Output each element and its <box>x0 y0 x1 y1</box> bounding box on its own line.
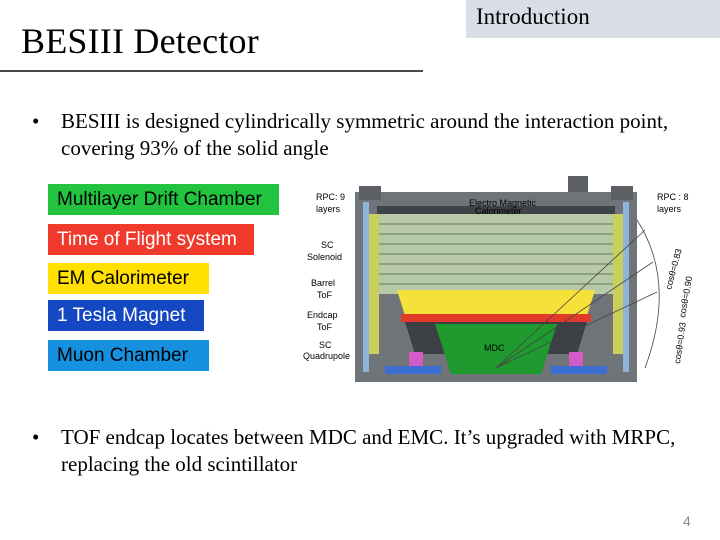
label-angle-090: cosθ=0.90 <box>677 275 694 318</box>
quadrupole-left <box>385 366 441 374</box>
detector-drawing: RPC: 9 layers RPC : 8 layers Electro Mag… <box>303 176 694 382</box>
legend-item-muon: Muon Chamber <box>48 340 209 371</box>
bullet-marker: • <box>32 109 40 133</box>
label-barrel-tof: ToF <box>317 290 333 300</box>
label-solenoid: Solenoid <box>307 252 342 262</box>
bullet-marker: • <box>32 425 40 449</box>
tof-barrel <box>401 314 591 322</box>
section-tag: Introduction <box>466 0 720 38</box>
label-rpc9-layers: layers <box>316 204 341 214</box>
slide-title: BESIII Detector <box>21 21 259 61</box>
label-emc-a: Electro Magnetic <box>469 198 537 208</box>
label-quadrupole: Quadrupole <box>303 351 350 361</box>
label-emc-b: Calorimeter <box>475 206 522 216</box>
legend-item-mdc: Multilayer Drift Chamber <box>48 184 279 215</box>
label-endcap-tof: ToF <box>317 322 333 332</box>
label-rpc8: RPC : 8 <box>657 192 689 202</box>
legend-item-magnet: 1 Tesla Magnet <box>48 300 204 331</box>
label-angle-093: cosθ=0.93 <box>672 321 688 364</box>
bullet-text: BESIII is designed cylindrically symmetr… <box>61 109 669 160</box>
label-endcap: Endcap <box>307 310 338 320</box>
label-mdc: MDC <box>484 343 505 353</box>
mdc-chamber <box>435 324 557 374</box>
bullet-item: • TOF endcap locates between MDC and EMC… <box>32 424 712 484</box>
label-quad-sc: SC <box>319 340 332 350</box>
muon-layer-right <box>623 202 629 372</box>
label-sc: SC <box>321 240 334 250</box>
label-angle-083: cosθ=0.83 <box>663 248 683 291</box>
page-number: 4 <box>683 513 691 529</box>
bullet-item: • BESIII is designed cylindrically symme… <box>32 108 712 168</box>
muon-layer-left <box>363 202 369 372</box>
quadrupole-right <box>551 366 607 374</box>
bullet-text: TOF endcap locates between MDC and EMC. … <box>61 425 676 476</box>
title-underline <box>0 70 423 72</box>
legend-item-emc: EM Calorimeter <box>48 263 209 294</box>
legend-item-tof: Time of Flight system <box>48 224 254 255</box>
label-rpc9: RPC: 9 <box>316 192 345 202</box>
label-barrel: Barrel <box>311 278 335 288</box>
label-rpc8-layers: layers <box>657 204 682 214</box>
detector-diagram: RPC: 9 layers RPC : 8 layers Electro Mag… <box>285 172 705 387</box>
